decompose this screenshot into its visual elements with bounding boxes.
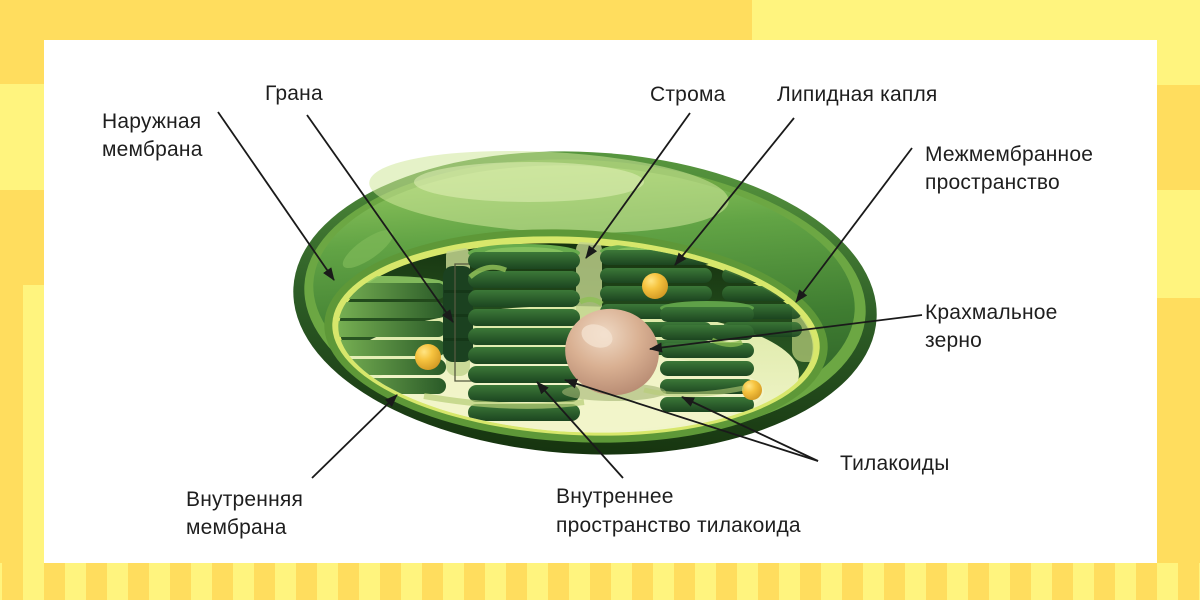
arrow-thylakoids-2 — [681, 396, 819, 462]
bg-right-col-1 — [1157, 40, 1200, 85]
arrow-starch-grain — [649, 314, 923, 353]
left-rim-highlight — [342, 229, 394, 269]
label-lipid-droplet: Липидная капля — [777, 83, 938, 106]
bg-left-col-1 — [0, 40, 44, 84]
bg-left-col-stripe-dark — [0, 285, 23, 563]
diagram-card: Грана Наружная мембрана Строма Липидная … — [44, 40, 1157, 563]
arrow-intermembrane-space — [795, 147, 913, 303]
label-grana: Грана — [265, 82, 323, 105]
bg-top-band-dark — [0, 0, 752, 40]
granum-stack-front — [468, 244, 580, 421]
arrow-lipid-droplet — [674, 117, 795, 266]
bg-left-col-3 — [0, 190, 44, 285]
arrow-grana — [306, 114, 454, 323]
bg-right-col-4 — [1157, 298, 1200, 563]
label-starch-grain: Крахмальное зерно — [925, 301, 1058, 352]
bg-left-col-2 — [0, 84, 44, 190]
label-outer-membrane: Наружная мембрана — [102, 110, 203, 161]
label-inner-membrane: Внутренняя мембрана — [186, 488, 304, 539]
label-thylakoid-inner-space: Внутреннее пространство тилакоида — [556, 485, 801, 537]
arrow-thylakoid-inner-space — [536, 381, 624, 479]
lipid-droplet-shape — [415, 344, 441, 370]
lamella-tube — [643, 385, 745, 398]
bg-right-col-3 — [1157, 190, 1200, 298]
lamella-tube — [468, 264, 507, 279]
annotation-arrows — [217, 111, 923, 479]
granum-stack-right — [660, 301, 754, 412]
lamella-tube — [578, 296, 604, 307]
granum-bracket — [454, 263, 475, 382]
arrow-inner-membrane — [311, 394, 398, 479]
arrow-thylakoids-1 — [564, 378, 819, 462]
bg-right-col-2 — [1157, 85, 1200, 190]
starch-grain-highlight — [581, 324, 613, 348]
bg-left-col-stripe-light — [23, 285, 44, 563]
chloroplast-illustration — [217, 111, 923, 479]
bg-bottom-stripes — [0, 563, 1200, 600]
granum-column-shadowed — [443, 266, 473, 362]
label-stroma: Строма — [650, 83, 726, 106]
lipid-droplet-shape — [642, 273, 668, 299]
arrow-stroma — [585, 112, 691, 259]
dome-highlight-2 — [414, 162, 644, 202]
bg-top-band-light — [752, 0, 1200, 40]
label-thylakoids: Тилакоиды — [840, 452, 950, 475]
lamella-tube — [423, 393, 585, 409]
arrow-outer-membrane — [217, 111, 335, 281]
lipid-droplet-shape — [742, 380, 762, 400]
label-intermembrane-space: Межмембранное пространство — [925, 143, 1094, 194]
